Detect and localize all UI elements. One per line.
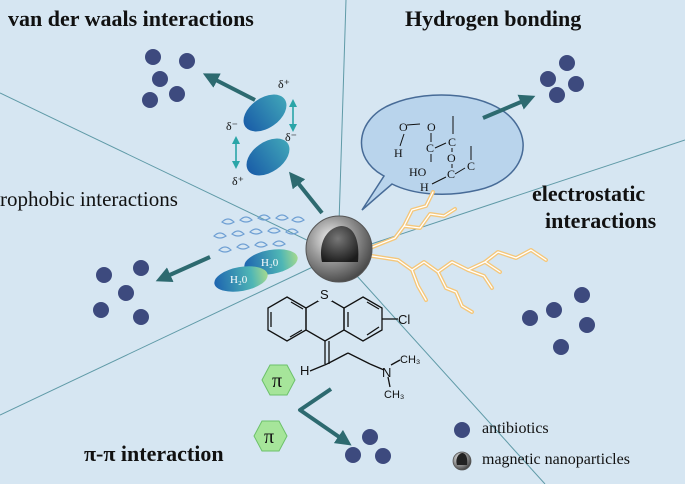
methyl-bottom-label: CH₃ (384, 389, 404, 401)
label-pi-pi: π-π interaction (84, 441, 224, 466)
pi-symbol-lower: π (264, 426, 274, 448)
hydrogen-label: H (300, 363, 309, 378)
label-van-der-waals: van der waals interactions (8, 6, 254, 31)
drug-molecule (267, 296, 401, 388)
drug-molecule-labels: S Cl H N CH₃ CH₃ (300, 287, 420, 401)
antibiotic-dot (96, 267, 112, 283)
pi-hexagon-lower (253, 420, 288, 452)
divider-top (337, 0, 347, 256)
antibiotic-dot (568, 76, 584, 92)
antibiotic-dot (142, 92, 158, 108)
antibiotic-dot (169, 86, 185, 102)
methyl-top-label: CH₃ (400, 354, 420, 366)
antibiotic-dot (553, 339, 569, 355)
legend-antibiotics-label: antibiotics (482, 420, 549, 437)
hbond-ho: HO (409, 165, 427, 179)
antibiotic-dot (118, 285, 134, 301)
antibiotic-dot (133, 260, 149, 276)
chlorine-label: Cl (398, 312, 410, 327)
antibiotic-dot (362, 429, 378, 445)
label-hydrogen-bonding: Hydrogen bonding (405, 6, 582, 31)
antibiotic-dot (179, 53, 195, 69)
delta-plus-bottom: δ⁺ (232, 174, 244, 188)
water-blob-lower (214, 266, 268, 292)
antibiotic-cluster-hydrophobic (93, 260, 149, 325)
legend (452, 422, 472, 471)
hbond-h-2: H (420, 180, 429, 194)
hbond-o-3: O (447, 151, 456, 165)
delta-minus-top: δ⁻ (226, 119, 238, 133)
antibiotic-dot (549, 87, 565, 103)
divider-lower-right (337, 254, 546, 484)
water-label-upper: H₂0 (261, 257, 279, 269)
antibiotic-dot (559, 55, 575, 71)
legend-nanoparticles-label: magnetic nanoparticles (482, 451, 630, 468)
hbond-o-2: O (427, 120, 436, 134)
arrow-to-vdw-antibiotics (202, 73, 256, 102)
water-droplets (213, 214, 305, 253)
antibiotic-dot (540, 71, 556, 87)
antibiotic-dot (145, 49, 161, 65)
sulfur-label: S (320, 287, 329, 302)
divider-upper-left (0, 92, 339, 256)
pi-symbol-upper: π (272, 370, 282, 392)
antibiotic-dot (546, 302, 562, 318)
label-hydrophobic: rophobic interactions (0, 187, 178, 211)
legend-antibiotic-swatch (454, 422, 470, 438)
hydrogen-bonding-group: H O O C C HO O C C H (360, 55, 584, 211)
arrow-to-hbond-antibiotics (482, 94, 536, 120)
antibiotic-cluster-electrostatic (522, 287, 595, 355)
hbond-c-3: C (447, 167, 455, 181)
hbond-h-1: H (394, 146, 403, 160)
dipole-blob-bottom (246, 138, 290, 176)
antibiotic-dot (152, 71, 168, 87)
delta-plus-top: δ⁺ (278, 77, 290, 91)
legend-nanoparticle-core (456, 453, 468, 465)
antibiotic-cluster-pi (345, 429, 391, 464)
hbond-o-1: O (399, 120, 408, 134)
antibiotic-dot (574, 287, 590, 303)
pi-hexagon-upper (261, 364, 296, 396)
nitrogen-label: N (382, 365, 391, 380)
sulfur-label-bg (318, 287, 332, 301)
van-der-waals-group: δ⁺ δ⁻ δ⁻ δ⁺ (142, 49, 324, 215)
arrow-to-hydrophobic-antibiotics (155, 255, 211, 283)
central-nanoparticle (305, 215, 373, 283)
antibiotic-dot (579, 317, 595, 333)
nanoparticle-core (320, 226, 359, 262)
pi-pi-group: π π (253, 364, 391, 464)
label-electrostatic-1: electrostatic (532, 181, 646, 206)
label-electrostatic-2: interactions (545, 208, 657, 233)
hbond-c-2: C (448, 135, 456, 149)
lightning-bolts (368, 190, 548, 314)
hbond-c-1: C (426, 141, 434, 155)
hbond-c-4: C (467, 159, 475, 173)
divider-lower-left (0, 254, 339, 416)
water-label-lower: H₂0 (230, 274, 248, 286)
antibiotic-dot (522, 310, 538, 326)
hydrogen-bond-structure: H O O C C HO O C C H (394, 116, 475, 194)
antibiotic-dot (133, 309, 149, 325)
arrow-from-np-to-vdw (289, 171, 324, 215)
hydrophobic-group: H₂0 H₂0 (93, 214, 305, 325)
electrostatic-group (368, 190, 595, 355)
antibiotic-dot (93, 302, 109, 318)
antibiotic-dot (375, 448, 391, 464)
antibiotic-cluster-hbond (540, 55, 584, 103)
arrow-pi-pi (298, 387, 352, 446)
antibiotic-dot (345, 447, 361, 463)
delta-minus-bottom: δ⁻ (285, 130, 297, 144)
dipole-blob-top (243, 94, 287, 132)
antibiotic-cluster-vdw (142, 49, 195, 108)
speech-bubble (360, 94, 524, 211)
